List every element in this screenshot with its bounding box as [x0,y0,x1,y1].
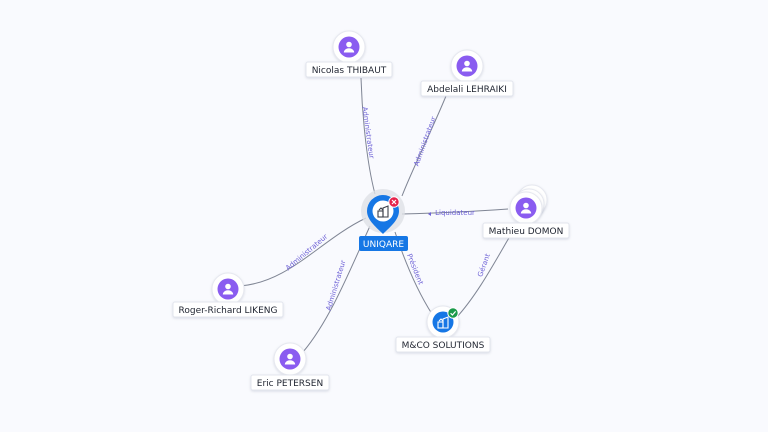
edge-mathieu-mco[interactable]: Gérant [455,225,517,319]
person-icon [284,353,296,365]
company-name: M&CO SOLUTIONS [402,341,485,351]
edge-label: Administrateur [360,106,375,159]
person-node-eric[interactable]: Eric PETERSEN [250,342,330,391]
person-node-abdelali[interactable]: Abdelali LEHRAIKI [420,49,514,97]
person-icon [461,60,473,72]
company-node-mco[interactable]: M&CO SOLUTIONS [395,305,491,353]
edge-label: Président [405,253,425,287]
person-node-roger[interactable]: Roger-Richard LIKENG [172,272,284,318]
person-node-nicolas[interactable]: Nicolas THIBAUT [305,30,393,78]
person-name: Nicolas THIBAUT [312,66,387,76]
person-icon [343,41,355,53]
edge-nicolas-uniqare[interactable]: Administrateur [360,77,376,195]
edge-label: Administrateur [325,259,348,311]
close-icon [388,196,400,208]
person-icon [520,202,532,214]
edge-abdelali-uniqare[interactable]: Administrateur [401,95,447,197]
edge-label: Gérant [476,252,492,278]
person-name: Abdelali LEHRAIKI [427,85,507,95]
person-name: Mathieu DOMON [489,227,564,237]
building-icon [437,316,449,329]
company-node-uniqare[interactable]: UNIQARE [359,189,408,251]
person-icon [222,283,234,295]
person-name: Eric PETERSEN [257,379,323,389]
person-name: Roger-Richard LIKENG [179,306,278,316]
check-icon [447,307,459,319]
building-icon [377,205,389,218]
edge-label: Administrateur [412,115,437,167]
edge-mathieu-uniqare[interactable]: Liquidateur [401,208,509,217]
edge-label: Administrateur [284,233,329,273]
company-name: UNIQARE [363,240,404,250]
edge-label: Liquidateur [435,209,475,217]
person-node-mathieu[interactable]: Mathieu DOMON [482,184,570,239]
